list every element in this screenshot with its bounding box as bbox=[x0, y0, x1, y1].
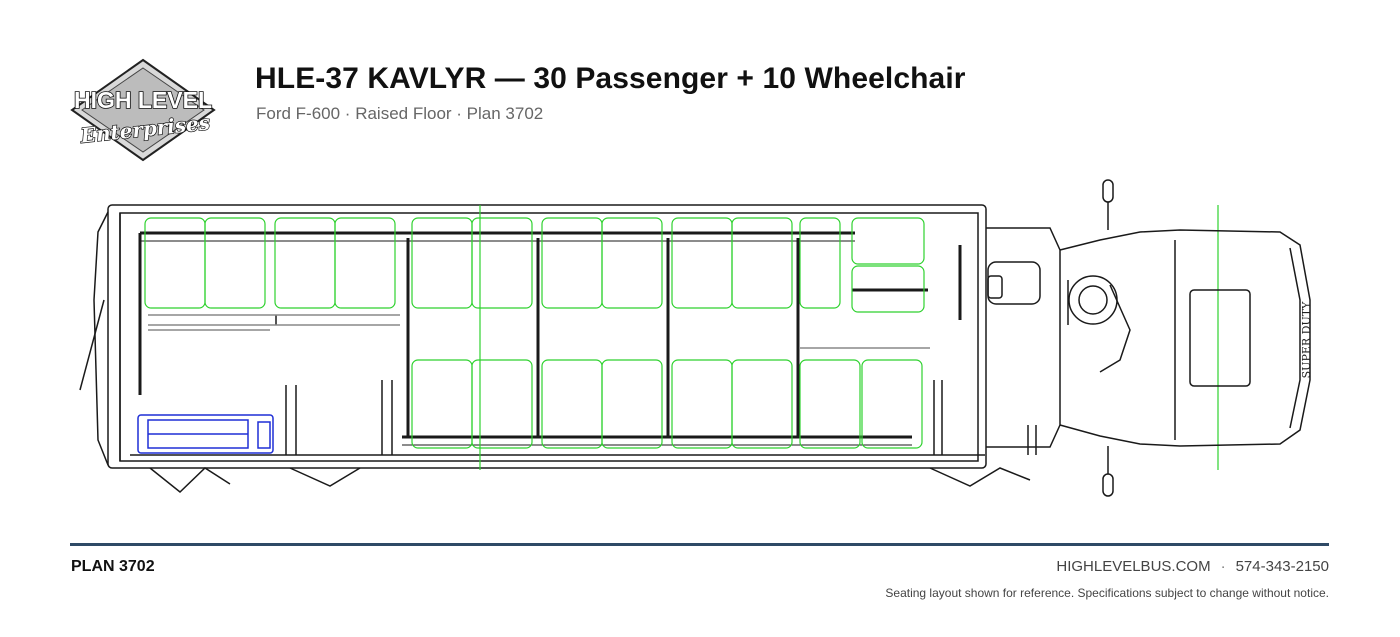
high-level-enterprises-logo: HIGH LEVEL Enterprises bbox=[70, 58, 216, 162]
bus-body-outline bbox=[79, 204, 1037, 493]
wheelchair-lift bbox=[137, 414, 274, 454]
plan-label: PLAN 3702 bbox=[71, 558, 155, 575]
phone-number[interactable]: 574-343-2150 bbox=[1235, 558, 1329, 575]
passenger-seats bbox=[144, 205, 1219, 470]
cab-outline bbox=[986, 179, 1311, 497]
floor-plan-drawing: SUPER DUTY bbox=[79, 179, 1313, 497]
footer-rule bbox=[70, 543, 1329, 546]
contact-info: HIGHLEVELBUS.COM · 574-343-2150 bbox=[1056, 558, 1329, 575]
page-subtitle: Ford F-600 · Raised Floor · Plan 3702 bbox=[256, 104, 544, 123]
disclaimer: Seating layout shown for reference. Spec… bbox=[885, 586, 1329, 600]
contact-separator: · bbox=[1220, 558, 1226, 575]
hood-text: SUPER DUTY bbox=[1300, 301, 1313, 378]
page-title: HLE-37 KAVLYR — 30 Passenger + 10 Wheelc… bbox=[255, 62, 966, 95]
website-link[interactable]: HIGHLEVELBUS.COM bbox=[1056, 558, 1211, 575]
logo-line1: HIGH LEVEL bbox=[74, 87, 212, 113]
